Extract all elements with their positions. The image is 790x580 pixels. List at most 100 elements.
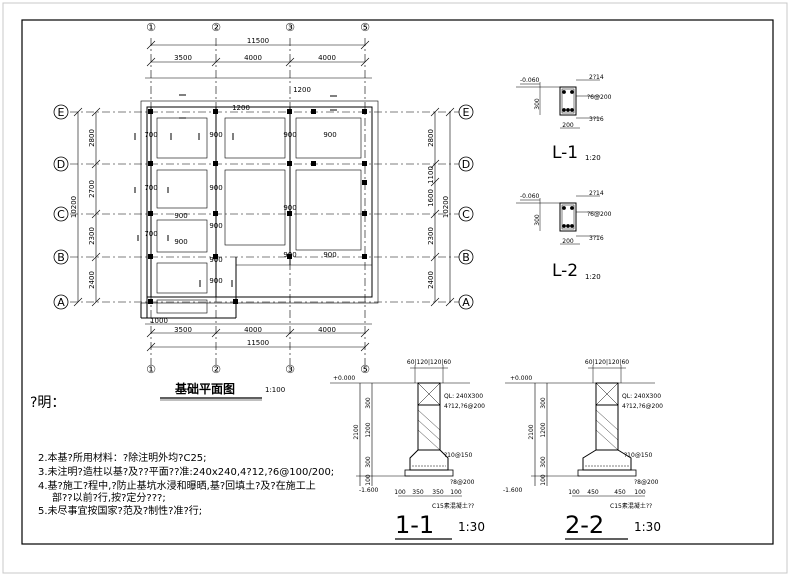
- s22-rebar-2: ?8@200: [634, 479, 659, 486]
- bottom-dimensions: [145, 323, 372, 352]
- l1-title: L-1: [552, 143, 578, 163]
- s22-bdim-3: 450: [614, 489, 626, 496]
- s11-top-dims: 60|120|120|60: [407, 359, 451, 366]
- s11-level-bot: -1.600: [359, 487, 379, 494]
- section-2-2-labels: +0.000 -1.600 60|120|120|60 QL: 240X300 …: [503, 359, 663, 540]
- right-dim-2: 1100: [427, 166, 435, 184]
- s11-bdim-2: 350: [412, 489, 424, 496]
- s22-bdim-4: 100: [634, 489, 646, 496]
- s22-bdim-1: 100: [568, 489, 580, 496]
- l2-width: 200: [562, 238, 574, 245]
- axis-right-E-circle: [458, 104, 474, 120]
- right-dim-4: 2300: [427, 227, 435, 245]
- axis-bottom-1: ①: [146, 363, 156, 376]
- axis-right-C: C: [462, 208, 470, 221]
- foundation-walls: [140, 100, 379, 319]
- right-dim-3: 1600: [427, 189, 435, 207]
- axis-top-3: ③: [285, 21, 295, 34]
- s11-rebar-1: ?10@150: [444, 452, 472, 459]
- s22-vdim-5: 100: [540, 474, 547, 486]
- left-total-dim: 10200: [70, 196, 78, 218]
- footing-width-14: 900: [174, 212, 187, 220]
- top-dimensions: [145, 40, 372, 79]
- notes-title: ?明：: [30, 395, 65, 411]
- footing-width-15: 900: [174, 238, 187, 246]
- axis-bottom-2: ②: [211, 363, 221, 376]
- l1-height: 300: [534, 98, 541, 110]
- footing-width-13: 700: [144, 230, 157, 238]
- axis-bottom-4: ⑤: [360, 363, 370, 376]
- l1-level: -0.060: [520, 77, 540, 84]
- l2-bottom-bar: 3?16: [589, 235, 604, 242]
- s11-title: 1-1: [395, 511, 434, 539]
- right-dimensions: [430, 107, 455, 307]
- beam-l2-labels: -0.060 2?14 ?6@200 3?16 300 200 L-2 1:20: [520, 190, 612, 281]
- drawing-frame: [21, 19, 774, 545]
- s22-scale: 1:30: [634, 520, 661, 534]
- s22-top-dims: 60|120|120|60: [585, 359, 629, 366]
- plan-scale: 1:100: [265, 386, 285, 394]
- footing-width-10: 900: [209, 256, 222, 264]
- axis-left-E: E: [58, 106, 65, 119]
- s22-level-top: +0.000: [510, 375, 532, 382]
- axis-top-4: ⑤: [360, 21, 370, 34]
- s22-vdim-3: 2100: [528, 424, 535, 439]
- s22-level-bot: -1.600: [503, 487, 523, 494]
- left-dim-1: 2800: [88, 129, 96, 147]
- l1-bottom-bar: 3?16: [589, 116, 604, 123]
- s11-vdim-5: 100: [365, 474, 372, 486]
- s11-bdim-3: 350: [432, 489, 444, 496]
- footing-width-8: 1200: [232, 104, 250, 112]
- footing-width-9: 900: [209, 222, 222, 230]
- s11-bdim-4: 100: [450, 489, 462, 496]
- axis-bottom-3: ③: [285, 363, 295, 376]
- axis-left-D-circle: [53, 156, 69, 172]
- note-line-4: 部??以前?行,按?定分???;: [52, 491, 166, 504]
- s11-bdim-1: 100: [394, 489, 406, 496]
- section-1-1-drawing: [330, 365, 470, 497]
- axis-top-1: ①: [146, 21, 156, 34]
- l1-scale: 1:20: [585, 154, 601, 162]
- beam-l1-labels: -0.060 2?14 ?6@200 3?16 300 200 L-1 1:20: [520, 74, 612, 163]
- s22-beam-bar: 4?12,?6@200: [622, 403, 663, 410]
- l2-top-bar: 2?14: [589, 190, 604, 197]
- bay-width-top-3: 4000: [318, 54, 336, 62]
- left-dim-3: 2300: [88, 227, 96, 245]
- axis-right-E: E: [463, 106, 470, 119]
- s22-vdim-2: 1200: [540, 422, 547, 437]
- s11-rebar-2: ?8@200: [450, 479, 475, 486]
- section-2-2-drawing: [505, 365, 655, 497]
- footing-width-4: 700: [144, 184, 157, 192]
- axis-left-C-circle: [53, 206, 69, 222]
- l1-width: 200: [562, 122, 574, 129]
- bay-width-bottom-2: 4000: [244, 326, 262, 334]
- axis-left-D: D: [57, 158, 65, 171]
- footing-width-2: 900: [209, 131, 222, 139]
- note-line-5: 5.未尽事宜按国家?范及?制性?准?行;: [38, 504, 202, 517]
- s22-pad-label: C15素混凝土??: [610, 502, 652, 510]
- foundation-plan: [70, 38, 460, 365]
- s22-beam-label: QL: 240X300: [622, 393, 661, 400]
- footing-width-16: 900: [323, 251, 336, 259]
- s11-level-top: +0.000: [333, 375, 355, 382]
- s22-rebar-1: ?10@150: [624, 452, 652, 459]
- axis-right-C-circle: [458, 206, 474, 222]
- axis-left-B: B: [57, 251, 65, 264]
- axis-right-D-circle: [458, 156, 474, 172]
- l2-title: L-2: [552, 261, 578, 281]
- l2-level: -0.060: [520, 193, 540, 200]
- section-cut-marks: [134, 94, 337, 287]
- axis-left-B-circle: [53, 249, 69, 265]
- footing-width-5: 900: [209, 184, 222, 192]
- left-dim-2: 2700: [88, 180, 96, 198]
- columns: [148, 109, 367, 304]
- dim-1000: 1000: [150, 317, 168, 325]
- axis-top-2: ②: [211, 21, 221, 34]
- bay-width-top-1: 3500: [174, 54, 192, 62]
- axis-left-A: A: [57, 296, 65, 309]
- overall-width-top: 11500: [247, 37, 269, 45]
- l2-stirrup: ?6@200: [587, 211, 612, 218]
